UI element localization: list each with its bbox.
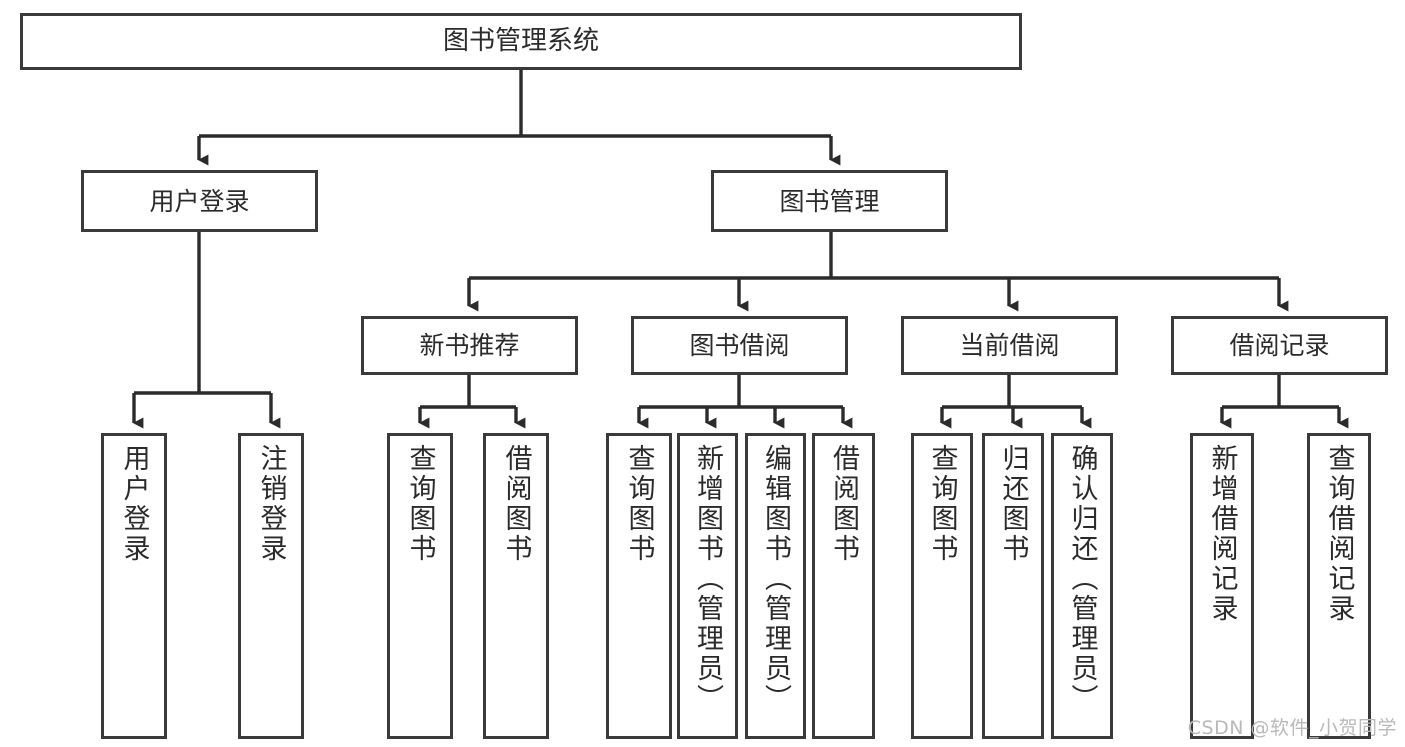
leaf-borrow-book[interactable]: 借阅图书 [812,433,875,739]
leaf-user-logout-label: 注销登录 [255,444,287,564]
node-user-login[interactable]: 用户登录 [81,170,318,232]
leaf-add-book-admin[interactable]: 新增图书（管理员） [677,433,738,739]
leaf-edit-book-admin-label: 编辑图书（管理员） [760,444,791,714]
leaf-confirm-return-admin[interactable]: 确认归还（管理员） [1051,433,1113,739]
node-current-borrow-label: 当前借阅 [959,331,1060,360]
leaf-add-borrow-record[interactable]: 新增借阅记录 [1190,433,1254,739]
leaf-add-book-admin-label: 新增图书（管理员） [692,444,723,714]
node-current-borrow[interactable]: 当前借阅 [901,316,1118,375]
leaf-return-book-label: 归还图书 [997,444,1029,564]
leaf-return-book[interactable]: 归还图书 [982,433,1044,739]
leaf-borrow-book-recommend-label: 借阅图书 [500,444,532,564]
node-borrow-record[interactable]: 借阅记录 [1171,316,1388,375]
leaf-query-borrow-record-label: 查询借阅记录 [1323,444,1355,624]
node-book-management-label: 图书管理 [779,186,880,216]
leaf-add-borrow-record-label: 新增借阅记录 [1206,444,1238,624]
leaf-edit-book-admin[interactable]: 编辑图书（管理员） [745,433,806,739]
watermark: CSDN @软件_小贺同学 [1187,717,1397,739]
leaf-borrow-book-label: 借阅图书 [828,444,859,564]
node-book-borrow[interactable]: 图书借阅 [631,316,848,375]
leaf-query-book-borrow-label: 查询图书 [623,444,655,564]
leaf-query-book-current[interactable]: 查询图书 [911,433,973,739]
leaf-query-book-borrow[interactable]: 查询图书 [606,433,672,739]
leaf-user-logout[interactable]: 注销登录 [238,433,304,739]
node-user-login-label: 用户登录 [149,186,250,216]
node-borrow-record-label: 借阅记录 [1229,331,1330,360]
leaf-confirm-return-admin-label: 确认归还（管理员） [1066,444,1098,714]
node-root-label: 图书管理系统 [442,26,599,57]
leaf-query-book-recommend[interactable]: 查询图书 [387,433,453,739]
leaf-query-book-current-label: 查询图书 [926,444,958,564]
leaf-query-book-recommend-label: 查询图书 [404,444,436,564]
node-book-borrow-label: 图书借阅 [689,331,790,360]
leaf-borrow-book-recommend[interactable]: 借阅图书 [483,433,549,739]
leaf-user-login[interactable]: 用户登录 [101,433,167,739]
leaf-user-login-label: 用户登录 [118,444,150,564]
node-new-book-recommend-label: 新书推荐 [419,331,520,360]
node-root[interactable]: 图书管理系统 [20,13,1022,70]
node-book-management[interactable]: 图书管理 [711,170,948,232]
node-new-book-recommend[interactable]: 新书推荐 [361,316,578,375]
leaf-query-borrow-record[interactable]: 查询借阅记录 [1307,433,1371,739]
